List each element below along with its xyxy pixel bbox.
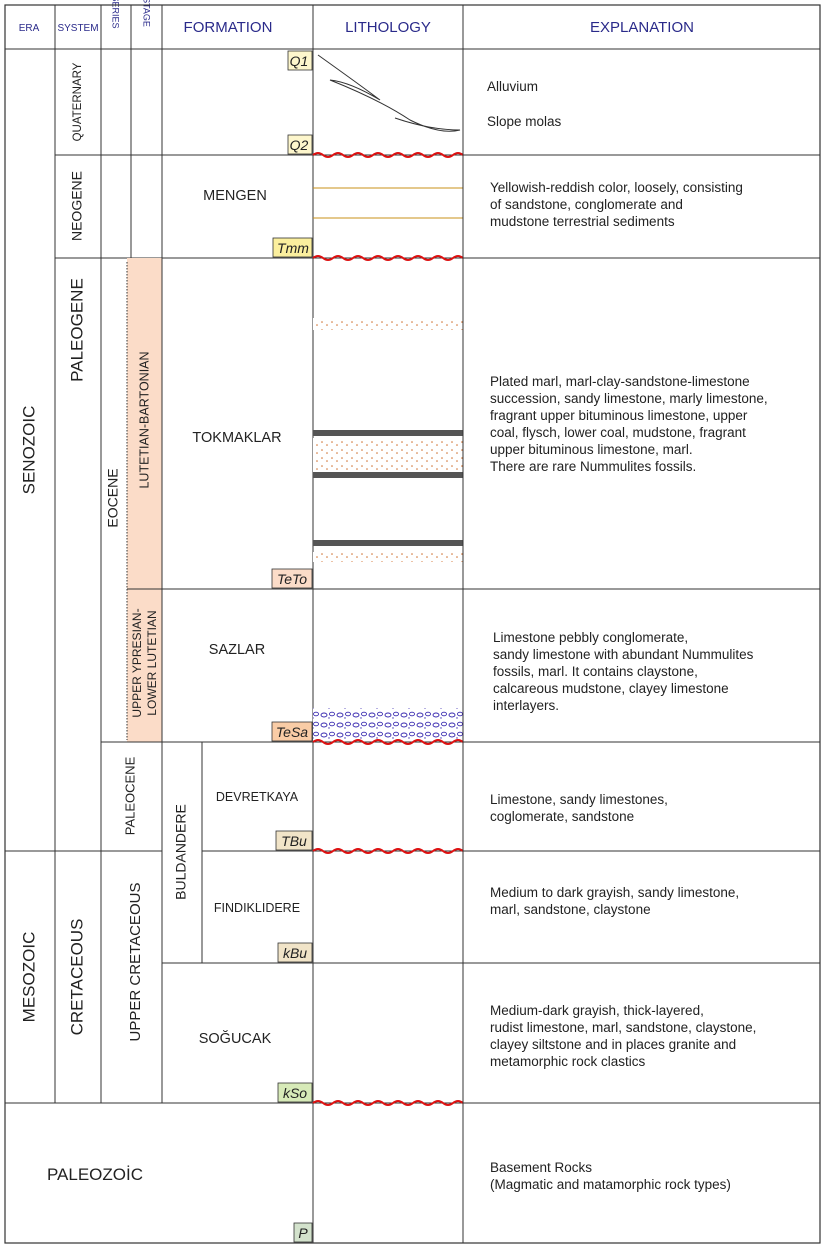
explanation-devretkaya-2: coglomerate, sandstone <box>490 809 634 824</box>
explanation-devretkaya-1: Limestone, sandy limestones, <box>490 792 668 807</box>
system-column: QUATERNARY NEOGENE PALEOGENE CRETACEOUS <box>54 48 102 1104</box>
formation-tokmaklar-cell <box>161 257 314 590</box>
formation-sazlar-label: SAZLAR <box>209 642 265 658</box>
unconformity-1 <box>312 152 464 158</box>
header-era: ERA <box>19 23 40 34</box>
series-stage-column: EOCENE LUTETIAN-BARTONIAN UPPER YPRESIAN… <box>100 48 163 1104</box>
explanation-quaternary-2: Slope molas <box>487 114 562 129</box>
code-kso: kSo <box>283 1085 307 1101</box>
era-mesozoic-label: MESOZOIC <box>19 932 38 1023</box>
code-p: P <box>298 1225 308 1241</box>
stage-lutetian-bartonian-label: LUTETIAN-BARTONIAN <box>137 351 151 488</box>
code-tbu: TBu <box>281 833 307 849</box>
lith-tokmaklar-sand-1 <box>313 318 463 330</box>
header-system: SYSTEM <box>57 23 98 34</box>
lith-devretkaya <box>312 741 464 852</box>
explanation-sazlar-3: fossils, marl. It contains claystone, <box>493 664 698 679</box>
lith-paleozoic <box>312 1102 464 1244</box>
explanation-sazlar-2: sandy limestone with abundant Nummulites <box>493 647 754 662</box>
lith-tokmaklar-coal-2 <box>313 472 463 478</box>
explanation-mengen-3: mudstone terrestrial sediments <box>490 214 675 229</box>
era-column: SENOZOIC MESOZOIC <box>4 48 56 1104</box>
lith-mengen <box>312 154 464 259</box>
explanation-findiklidere-1: Medium to dark grayish, sandy limestone, <box>490 885 739 900</box>
unconformity-5 <box>312 1100 464 1106</box>
code-q1: Q1 <box>290 53 309 69</box>
outer-frame <box>4 4 821 1244</box>
era-senozoic-label: SENOZOIC <box>19 406 38 495</box>
lith-tokmaklar-coal-1 <box>313 430 463 436</box>
system-quaternary-label: QUATERNARY <box>72 62 84 141</box>
formation-devretkaya-label: DEVRETKAYA <box>216 790 299 804</box>
formation-mengen-label: MENGEN <box>203 188 267 204</box>
formation-sazlar-cell <box>161 588 314 743</box>
era-paleozoic-label: PALEOZOİC <box>47 1165 143 1184</box>
explanation-tokmaklar-3: fragrant upper bituminous limestone, upp… <box>490 408 748 423</box>
stage-upper-ypresian-label-1: UPPER YPRESIAN- <box>130 608 144 717</box>
system-neogene-label: NEOGENE <box>69 171 85 241</box>
lithology-column <box>312 48 464 1244</box>
code-teto: TeTo <box>277 571 307 587</box>
formation-codes: Q1 Q2 Tmm TeTo TeSa TBu kBu kSo P <box>271 50 313 1243</box>
explanation-tokmaklar-2: succession, sandy limestone, marly limes… <box>490 391 768 406</box>
unconformity-3 <box>312 739 464 745</box>
header-explanation: EXPLANATION <box>590 19 694 36</box>
series-paleocene-label: PALEOCENE <box>122 756 137 835</box>
explanation-mengen-2: of sandstone, conglomerate and <box>490 197 683 212</box>
explanation-tokmaklar-6: There are rare Nummulites fossils. <box>490 459 696 474</box>
lith-sogucak <box>312 962 464 1104</box>
explanation-paleozoic-2: (Magmatic and matamorphic rock types) <box>490 1177 731 1192</box>
stage-upper-ypresian-label-2: LOWER LUTETIAN <box>145 610 159 715</box>
header-row: ERA SYSTEM SERIES STAGE FORMATION LITHOL… <box>4 0 821 50</box>
formation-findiklidere-label: FINDIKLIDERE <box>214 901 300 915</box>
lith-tokmaklar <box>312 257 464 590</box>
lith-tokmaklar-sand-2 <box>313 438 463 472</box>
lith-quaternary-contact <box>317 54 461 132</box>
system-cretaceous-label: CRETACEOUS <box>67 919 86 1036</box>
explanation-mengen-1: Yellowish-reddish color, loosely, consis… <box>490 180 743 195</box>
lith-sazlar-conglomerate <box>313 708 463 742</box>
code-tmm: Tmm <box>277 240 309 256</box>
unconformity-4 <box>312 848 464 854</box>
code-q2: Q2 <box>290 137 309 153</box>
explanation-sogucak-1: Medium-dark grayish, thick-layered, <box>490 1003 704 1018</box>
lith-quaternary <box>312 48 464 156</box>
explanation-findiklidere-2: marl, sandstone, claystone <box>490 902 651 917</box>
explanation-tokmaklar-5: upper bituminous limestone, marl. <box>490 442 693 457</box>
header-series: SERIES <box>111 0 121 29</box>
explanation-sogucak-3: clayey siltstone and in places granite a… <box>490 1037 736 1052</box>
lith-tokmaklar-sand-3 <box>313 552 463 562</box>
explanation-tokmaklar-4: coal, flysch, lower coal, mudstone, frag… <box>490 425 746 440</box>
stage-eocene-cell <box>127 258 162 742</box>
lith-tokmaklar-coal-3 <box>313 540 463 546</box>
lith-findiklidere <box>312 850 464 964</box>
formation-tokmaklar-label: TOKMAKLAR <box>192 430 281 446</box>
explanation-sazlar-4: calcareous mudstone, clayey limestone <box>493 681 729 696</box>
explanation-sogucak-4: metamorphic rock clastics <box>490 1054 646 1069</box>
explanation-sogucak-2: rudist limestone, marl, sandstone, clays… <box>490 1020 756 1035</box>
explanation-paleozoic-1: Basement Rocks <box>490 1160 592 1175</box>
unconformity-2 <box>312 255 464 261</box>
system-paleogene-label: PALEOGENE <box>67 278 86 382</box>
explanation-sazlar-5: interlayers. <box>493 698 559 713</box>
series-upper-cretaceous-label: UPPER CRETACEOUS <box>127 883 144 1042</box>
explanation-column: Alluvium Slope molas Yellowish-reddish c… <box>462 48 821 1244</box>
formation-sogucak-label: SOĞUCAK <box>199 1030 272 1047</box>
header-formation: FORMATION <box>184 19 273 36</box>
header-stage: STAGE <box>142 0 152 27</box>
paleozoic-row: PALEOZOİC <box>4 1102 314 1244</box>
explanation-tokmaklar-1: Plated marl, marl-clay-sandstone-limesto… <box>490 374 750 389</box>
explanation-sazlar-1: Limestone pebbly conglomerate, <box>493 630 688 645</box>
header-lithology: LITHOLOGY <box>345 19 431 36</box>
series-eocene-label: EOCENE <box>105 468 121 527</box>
explanation-quaternary-1: Alluvium <box>487 79 538 94</box>
code-tesa: TeSa <box>276 724 308 740</box>
formation-buldandere-label: BULDANDERE <box>173 804 189 900</box>
code-kbu: kBu <box>283 945 307 961</box>
